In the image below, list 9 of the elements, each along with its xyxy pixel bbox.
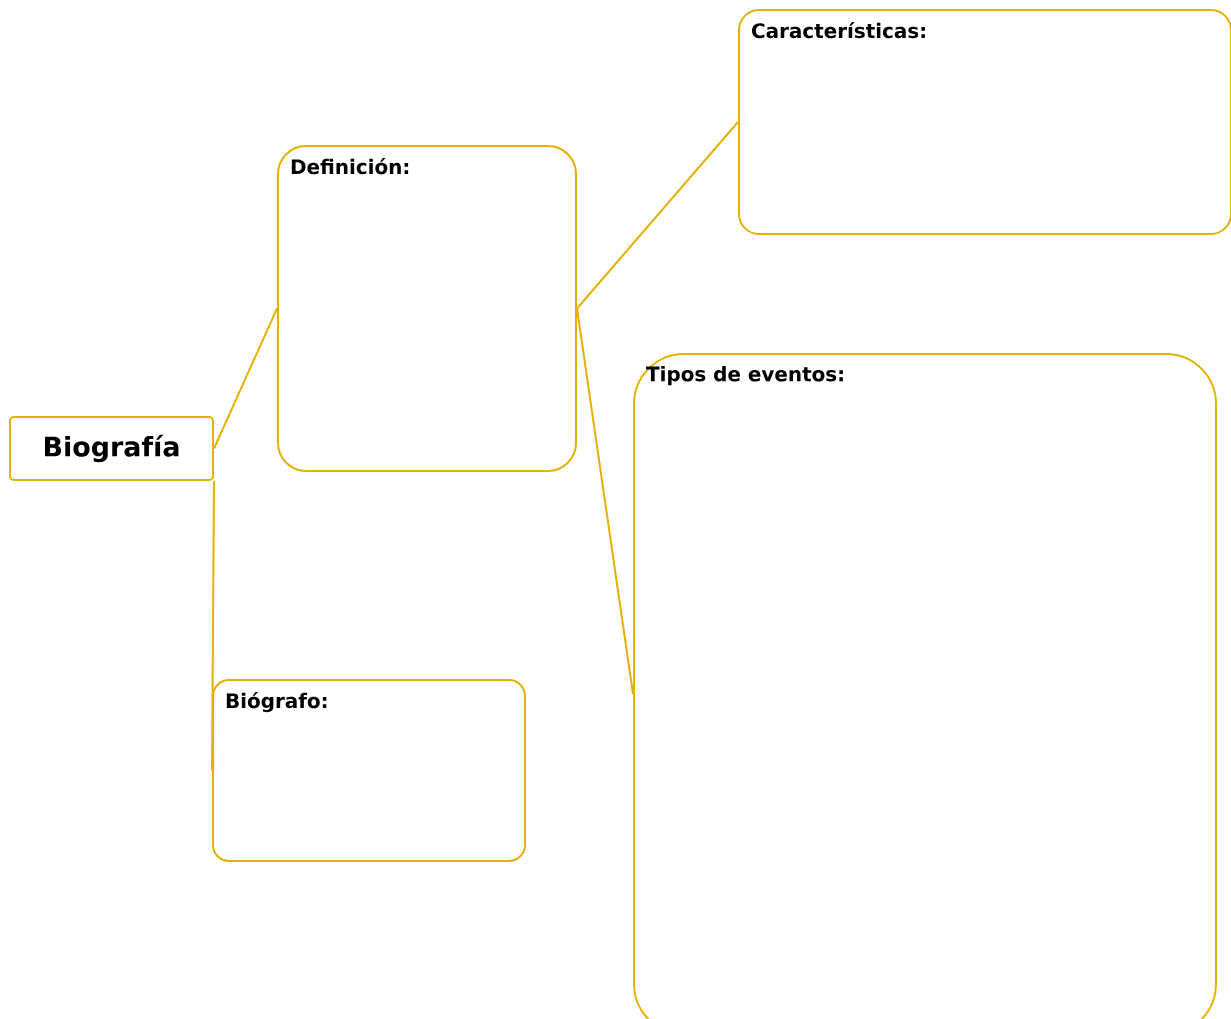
connector-line [211, 480, 215, 772]
title-box: Biografía [9, 416, 214, 481]
topic-box: Características: [738, 9, 1231, 235]
connector-line [576, 121, 739, 310]
connector-line [213, 307, 278, 450]
topic-box: Definición: [277, 145, 577, 472]
topic-box: Tipos de eventos: [633, 353, 1217, 1019]
connector-line [576, 307, 634, 695]
topic-box: Biógrafo: [212, 679, 526, 862]
